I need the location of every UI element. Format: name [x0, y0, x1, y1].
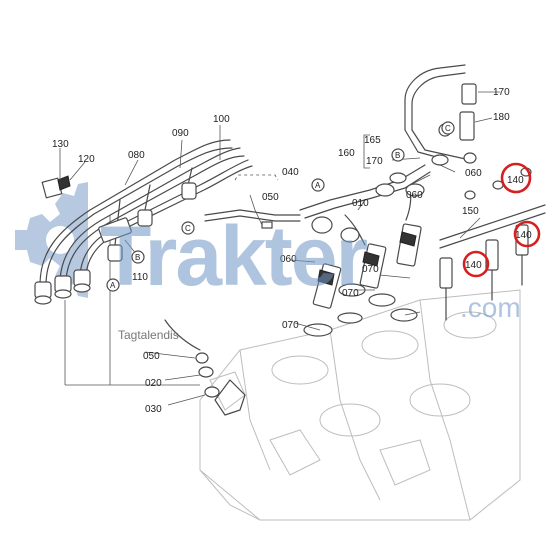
ref-C-left: C: [185, 224, 191, 233]
leader-lines: [59, 91, 500, 406]
reference-letters: A B C A B C: [106, 121, 455, 292]
callout-060-b: 060: [406, 190, 423, 201]
callout-040: 040: [282, 167, 299, 178]
engine-block: [199, 289, 521, 521]
highlight-140-c: [462, 250, 490, 278]
ref-C-right: C: [445, 124, 451, 133]
callout-120: 120: [78, 154, 95, 165]
bolt-050: [261, 221, 273, 229]
callout-140-a: 140: [507, 175, 524, 186]
callout-070-b: 070: [342, 288, 359, 299]
injector-nozzles: [303, 223, 422, 337]
gear-icon: [15, 182, 88, 298]
callout-060-a: 060: [280, 254, 297, 265]
watermark-tagline: Tagtalendis: [118, 328, 179, 342]
callout-150: 150: [462, 206, 479, 217]
callout-170-a: 170: [493, 87, 510, 98]
callout-180: 180: [493, 112, 510, 123]
callout-165: 165: [364, 135, 381, 146]
bracket-040: [234, 174, 279, 181]
watermark-suffix: .com: [460, 292, 521, 323]
callout-140-c: 140: [465, 260, 482, 271]
callout-160: 160: [338, 148, 355, 159]
highlight-markers: [462, 162, 541, 278]
highlight-140-a: [500, 162, 532, 194]
bleeder-fittings: [164, 319, 246, 416]
ref-B-left: B: [135, 253, 140, 262]
callout-080: 080: [128, 150, 145, 161]
callout-100: 100: [213, 114, 230, 125]
ref-A-left: A: [110, 281, 116, 290]
injection-pipes: [34, 139, 253, 305]
callout-090: 090: [172, 128, 189, 139]
callout-070-c: 070: [282, 320, 299, 331]
highlight-140-b: [513, 220, 541, 248]
watermark-brand: Trakter: [100, 209, 367, 303]
callout-050-top: 050: [262, 192, 279, 203]
callout-110: 110: [132, 272, 148, 283]
callout-030: 030: [145, 404, 162, 415]
callout-labels: 130 120 080 090 100 110 040 050 010 060 …: [52, 87, 532, 415]
glow-plug-assembly: [439, 167, 546, 321]
ref-A-right: A: [315, 181, 321, 190]
callout-010: 010: [352, 198, 369, 209]
callout-020: 020: [145, 378, 162, 389]
callout-140-b: 140: [515, 230, 532, 241]
watermark: Trakter .com Tagtalendis: [100, 209, 521, 342]
ref-B-right: B: [395, 151, 400, 160]
return-pipe: [204, 64, 477, 246]
callout-070-a: 070: [362, 264, 379, 275]
callout-170-b: 170: [366, 156, 383, 167]
pipe-group-outline: [64, 215, 200, 386]
bracket-160: [363, 134, 370, 169]
callout-130: 130: [52, 139, 69, 150]
callout-050-bottom: 050: [143, 351, 160, 362]
callout-060-c: 060: [465, 168, 482, 179]
